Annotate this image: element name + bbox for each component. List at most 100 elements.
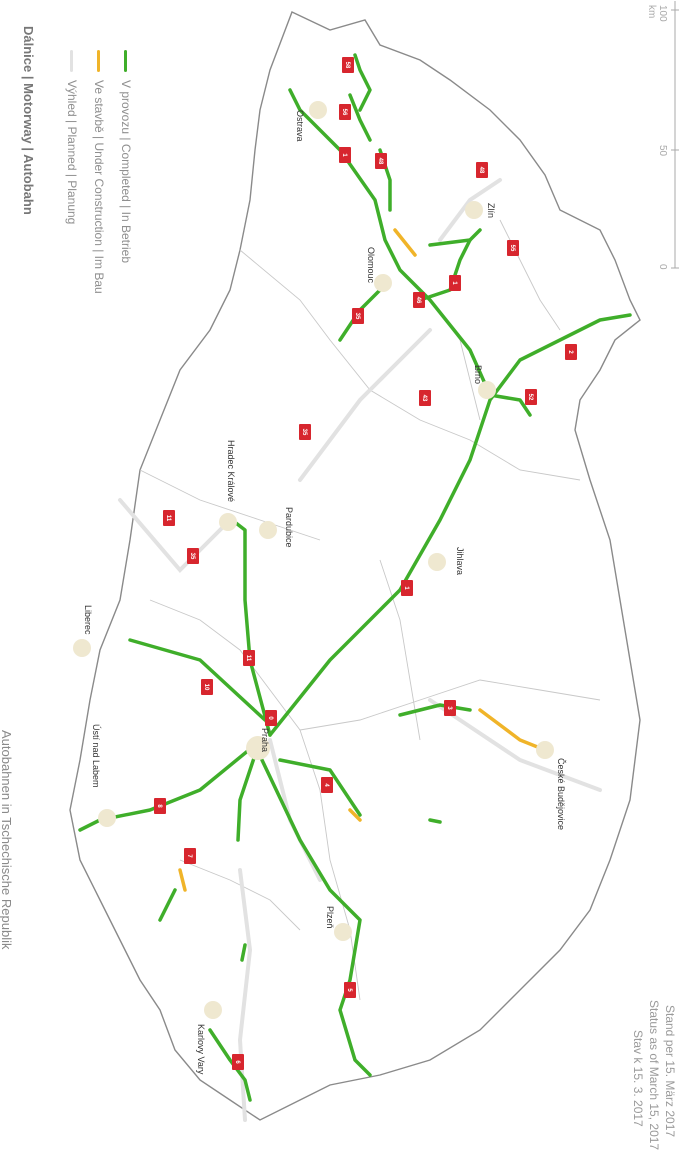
legend-swatch-planned: [70, 50, 74, 72]
shield: 43: [419, 390, 431, 406]
city-label: České Budějovice: [556, 758, 566, 830]
legend-swatch-completed: [124, 50, 128, 72]
city-label: Ústí nad Labem: [91, 724, 101, 788]
city-label: Karlovy Vary: [196, 1024, 206, 1075]
svg-text:7: 7: [186, 854, 192, 858]
city-zlin: Zlín: [465, 201, 496, 219]
scale-tick-0: 0: [657, 264, 668, 270]
shield: 5: [344, 982, 356, 998]
svg-text:52: 52: [527, 394, 533, 401]
shield: 4: [321, 777, 333, 793]
shield: 48: [476, 162, 488, 178]
cities: Praha Ústí nad Labem Liberec Hradec Král…: [73, 101, 566, 1075]
shield: 7: [184, 848, 196, 864]
svg-text:35: 35: [189, 553, 195, 560]
svg-text:1: 1: [451, 281, 457, 285]
legend-label: V provozu | Completed | In Betrieb: [119, 80, 133, 263]
legend-label: Výhled | Planned | Planung: [65, 80, 79, 225]
city-label: Pardubice: [284, 507, 294, 548]
scale-bar: [671, 1, 679, 269]
city-brno: Brno: [473, 365, 496, 399]
svg-text:55: 55: [509, 245, 515, 252]
country-border: [69, 11, 641, 1121]
shield: 46: [413, 292, 425, 308]
shield: 1: [449, 275, 461, 291]
shield: 6: [232, 1054, 244, 1070]
svg-text:48: 48: [478, 167, 484, 174]
svg-text:35: 35: [301, 429, 307, 436]
city-usti: Ústí nad Labem: [91, 724, 116, 827]
svg-text:1: 1: [341, 153, 347, 157]
svg-text:8: 8: [156, 804, 162, 808]
legend-swatch-construction: [97, 50, 101, 72]
legend-label: Ve stavbě | Under Construction | Im Bau: [92, 80, 106, 294]
svg-text:6: 6: [234, 1060, 240, 1064]
scale-tick-50: 50: [657, 145, 668, 157]
legend-item-completed: V provozu | Completed | In Betrieb: [119, 50, 133, 263]
scale-tick-100: 100 km: [646, 5, 668, 22]
shield: 58: [342, 57, 354, 73]
city-label: Liberec: [83, 605, 93, 635]
svg-text:2: 2: [567, 350, 573, 354]
shield: 11: [163, 510, 175, 526]
city-liberec: Liberec: [73, 605, 93, 657]
legend-item-planned: Výhled | Planned | Planung: [65, 50, 79, 224]
svg-text:10: 10: [203, 684, 209, 691]
shield: 0: [265, 710, 277, 726]
city-label: Plzeň: [325, 906, 335, 929]
svg-text:3: 3: [446, 706, 452, 710]
svg-text:1: 1: [403, 586, 409, 590]
city-label: Brno: [473, 365, 483, 384]
legend-heading: Dálnice | Motorway | Autobahn: [21, 26, 36, 215]
city-jihlava: Jihlava: [428, 547, 465, 575]
city-label: Hradec Králové: [226, 440, 236, 502]
shield: 3: [444, 700, 456, 716]
city-label: Jihlava: [455, 547, 465, 575]
shield: 1: [401, 580, 413, 596]
status-date-en: Status as of March 15, 2017: [647, 1000, 661, 1150]
svg-text:35: 35: [354, 313, 360, 320]
city-label: Praha: [260, 728, 270, 752]
region-borders: [139, 219, 601, 1001]
city-karlovy-vary: Karlovy Vary: [196, 1001, 222, 1075]
shield: 35: [352, 308, 364, 324]
shield: 1: [339, 147, 351, 163]
shield: 35: [187, 548, 199, 564]
svg-text:11: 11: [245, 655, 251, 662]
shield: 2: [565, 344, 577, 360]
svg-text:4: 4: [323, 783, 329, 787]
svg-text:48: 48: [377, 158, 383, 165]
city-olomouc: Olomouc: [366, 247, 392, 292]
city-ostrava: Ostrava: [295, 101, 327, 142]
city-plzen: Plzeň: [325, 906, 352, 941]
legend-item-construction: Ve stavbě | Under Construction | Im Bau: [92, 50, 106, 294]
city-label: Zlín: [486, 203, 496, 218]
city-label: Ostrava: [295, 110, 305, 142]
shield: 56: [339, 104, 351, 120]
shield: 55: [507, 240, 519, 256]
shield: 48: [375, 153, 387, 169]
svg-text:5: 5: [346, 988, 352, 992]
svg-text:56: 56: [341, 109, 347, 116]
city-pardubice: Pardubice: [259, 507, 294, 548]
status-date-de: Stand per 15. März 2017: [663, 1005, 677, 1138]
completed-roads: [78, 53, 632, 1102]
shield: 52: [525, 389, 537, 405]
shield: 11: [243, 650, 255, 666]
svg-text:58: 58: [344, 62, 350, 69]
city-ceske-budejovice: České Budějovice: [536, 741, 566, 830]
shield: 35: [299, 424, 311, 440]
svg-text:11: 11: [165, 515, 171, 522]
map-title: Autobahnen in Tschechische Republik: [0, 730, 14, 950]
svg-text:46: 46: [415, 297, 421, 304]
construction-roads: [178, 228, 547, 892]
svg-text:43: 43: [421, 395, 427, 402]
status-date-cz: Stav k 15. 3. 2017: [631, 1030, 645, 1127]
shield: 8: [154, 798, 166, 814]
city-praha: Praha: [246, 728, 270, 760]
city-hradec: Hradec Králové: [219, 440, 237, 531]
svg-text:0: 0: [267, 716, 273, 720]
shield: 10: [201, 679, 213, 695]
city-label: Olomouc: [366, 247, 376, 284]
